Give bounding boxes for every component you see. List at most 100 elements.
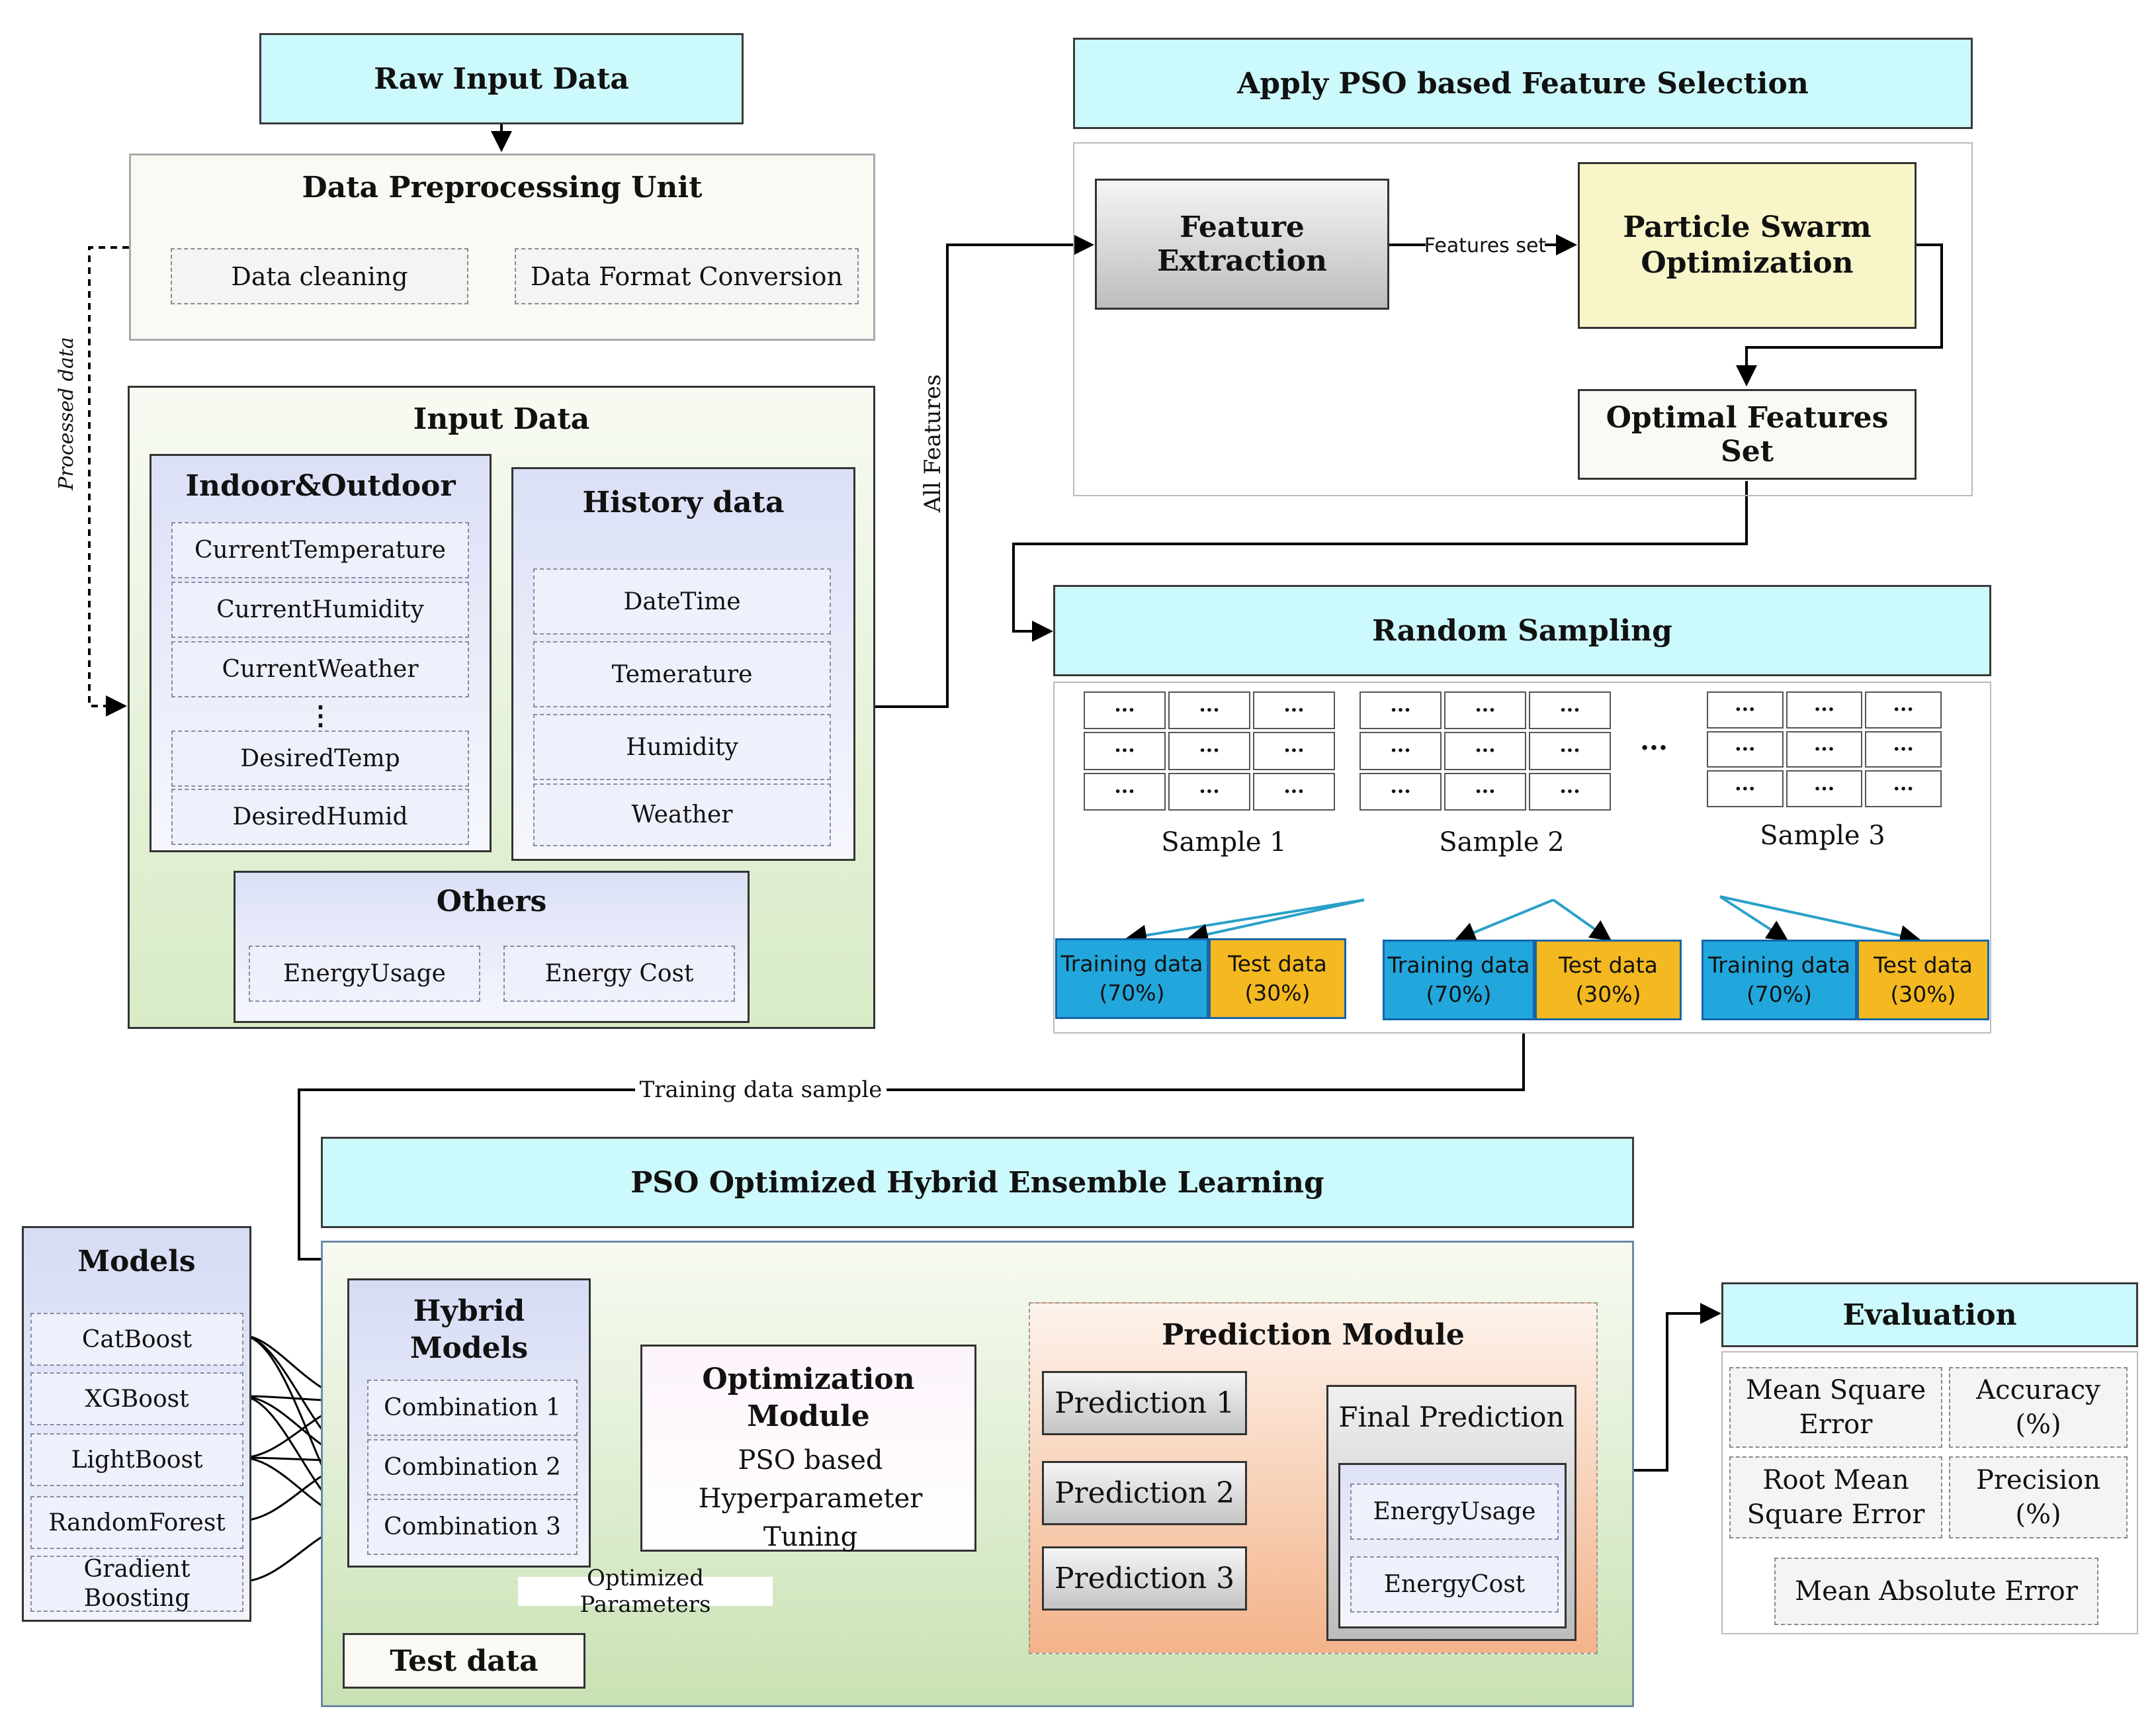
prediction-item: Prediction 2	[1042, 1461, 1247, 1525]
table-cell: ···	[1786, 691, 1863, 729]
table-cell: ···	[1359, 691, 1442, 730]
table-cell: ···	[1253, 732, 1335, 770]
indoor-item: DesiredTemp	[171, 731, 469, 787]
preprocessing-unit: Data Preprocessing Unit Data cleaning Da…	[129, 154, 875, 341]
arrow-optimal-to-sampling	[1012, 481, 1748, 642]
metric-item: Accuracy (%)	[1949, 1367, 2128, 1448]
more-samples-dots: ···	[1640, 732, 1668, 764]
indoor-item: CurrentHumidity	[171, 582, 469, 638]
final-prediction-title: Final Prediction	[1338, 1400, 1565, 1433]
model-item: LightBoost	[30, 1433, 243, 1486]
history-item: Weather	[533, 783, 831, 846]
models-title: Models	[77, 1244, 196, 1278]
sample-label: Sample 1	[1161, 826, 1287, 858]
data-cleaning: Data cleaning	[171, 248, 468, 304]
table-cell: ···	[1168, 691, 1250, 730]
indoor-item: CurrentTemperature	[171, 522, 469, 578]
sample-table: ···························	[1707, 691, 1942, 807]
table-cell: ···	[1359, 772, 1442, 811]
training-data-sample-label: Training data sample	[635, 1074, 886, 1106]
history-item: Humidity	[533, 714, 831, 780]
table-cell: ···	[1168, 732, 1250, 770]
all-features-label: All Features	[920, 374, 946, 513]
arrow-pso-to-optimal	[1736, 244, 1943, 386]
history-item: Temerature	[533, 641, 831, 707]
prediction-module-title: Prediction Module	[1162, 1317, 1465, 1352]
others-group: Others EnergyUsage Energy Cost	[234, 871, 750, 1023]
others-item: Energy Cost	[503, 946, 735, 1002]
table-cell: ···	[1168, 772, 1250, 811]
table-cell: ···	[1786, 731, 1863, 768]
table-cell: ···	[1084, 691, 1166, 730]
table-cell: ···	[1707, 770, 1784, 807]
table-cell: ···	[1865, 731, 1942, 768]
training-data-box: Training data (70%)	[1055, 938, 1209, 1019]
training-data-box: Training data (70%)	[1383, 940, 1535, 1020]
ensemble-learning-header: PSO Optimized Hybrid Ensemble Learning	[321, 1137, 1634, 1228]
arrow-processed-data	[88, 246, 129, 717]
prediction-item: Prediction 1	[1042, 1371, 1247, 1435]
sample-label: Sample 3	[1760, 820, 1885, 851]
model-item: RandomForest	[30, 1496, 243, 1549]
others-item: EnergyUsage	[249, 946, 480, 1002]
optimization-subtitle: PSO based Hyperparameter Tuning	[698, 1445, 923, 1552]
model-item: XGBoost	[30, 1372, 243, 1425]
output-item: EnergyUsage	[1350, 1483, 1559, 1540]
table-cell: ···	[1253, 691, 1335, 730]
random-sampling-panel	[1053, 682, 1991, 1034]
table-cell: ···	[1084, 772, 1166, 811]
arrow-all-features	[875, 234, 1094, 708]
processed-data-label: Processed data	[54, 337, 78, 490]
table-cell: ···	[1253, 772, 1335, 811]
indoor-ellipsis: ⋮	[307, 700, 334, 731]
preprocessing-title: Data Preprocessing Unit	[302, 170, 703, 204]
sample-label: Sample 2	[1439, 826, 1565, 858]
history-item: DateTime	[533, 568, 831, 635]
table-cell: ···	[1865, 691, 1942, 729]
combination-item: Combination 2	[367, 1439, 578, 1495]
raw-input-data: Raw Input Data	[259, 33, 744, 124]
line-training-sample-right	[880, 1034, 1525, 1091]
random-sampling-header: Random Sampling	[1053, 585, 1991, 676]
test-data-box: Test data (30%)	[1857, 940, 1989, 1020]
table-cell: ···	[1786, 770, 1863, 807]
feature-extraction: Feature Extraction	[1095, 179, 1389, 310]
output-item: EnergyCost	[1350, 1556, 1559, 1613]
others-title: Others	[436, 884, 547, 918]
metric-item: Precision (%)	[1949, 1456, 2128, 1538]
features-set-label: Features set	[1424, 234, 1547, 257]
data-format-conversion: Data Format Conversion	[515, 248, 859, 304]
test-data-input: Test data	[343, 1633, 585, 1689]
hybrid-models-title: Hybrid Models	[410, 1294, 529, 1365]
indoor-outdoor-title: Indoor&Outdoor	[185, 468, 456, 503]
metric-item: Mean Square Error	[1729, 1367, 1942, 1448]
table-cell: ···	[1707, 731, 1784, 768]
final-prediction-panel: Final Prediction EnergyUsage EnergyCost	[1326, 1385, 1576, 1641]
history-data-group: History data DateTime Temerature Humidit…	[511, 467, 855, 861]
history-data-title: History data	[582, 485, 785, 519]
prediction-item: Prediction 3	[1042, 1546, 1247, 1611]
table-cell: ···	[1444, 691, 1526, 730]
table-cell: ···	[1707, 691, 1784, 729]
combination-item: Combination 3	[367, 1499, 578, 1555]
pso-feature-selection-panel	[1073, 142, 1973, 496]
sample-table: ···························	[1084, 691, 1335, 811]
table-cell: ···	[1529, 691, 1611, 730]
pso-feature-selection-header: Apply PSO based Feature Selection	[1073, 38, 1973, 129]
optimal-features-set: Optimal Features Set	[1578, 389, 1917, 480]
particle-swarm-optimization: Particle Swarm Optimization	[1578, 162, 1917, 329]
arrow-to-evaluation	[1629, 1303, 1721, 1472]
sample-table: ···························	[1359, 691, 1611, 811]
table-cell: ···	[1529, 732, 1611, 770]
indoor-outdoor-group: Indoor&Outdoor CurrentTemperature Curren…	[150, 454, 492, 852]
input-data-panel: Input Data Indoor&Outdoor CurrentTempera…	[128, 386, 875, 1029]
indoor-item: DesiredHumid	[171, 789, 469, 845]
model-item: CatBoost	[30, 1313, 243, 1366]
table-cell: ···	[1359, 732, 1442, 770]
optimization-title: Optimization Module	[702, 1362, 915, 1433]
table-cell: ···	[1084, 732, 1166, 770]
optimization-module: Optimization Module PSO based Hyperparam…	[640, 1345, 976, 1552]
optimized-parameters-label: Optimized Parameters	[518, 1565, 773, 1618]
evaluation-header: Evaluation	[1721, 1282, 2138, 1347]
hybrid-models-panel: Hybrid Models Combination 1 Combination …	[347, 1278, 591, 1568]
